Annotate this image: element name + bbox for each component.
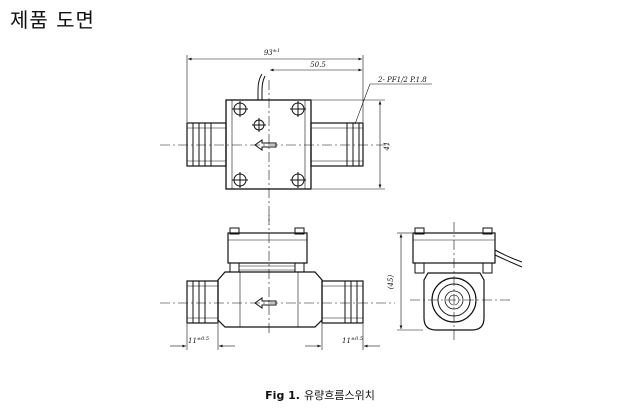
caption-text: 유량흐름스위치 — [303, 389, 375, 402]
front-view-dimension-text: 11±0.5 11±0.5 — [188, 336, 363, 345]
height-dim: 41 — [383, 142, 391, 152]
side-height-dim: (45) — [387, 275, 395, 290]
front-view — [160, 215, 395, 350]
center-offset-dim: 50.5 — [310, 61, 326, 69]
figure-caption: Fig 1.유량흐름스위치 — [0, 387, 640, 403]
right-thread-dim: 11±0.5 — [342, 336, 363, 345]
side-view — [397, 222, 523, 340]
overall-width-dim: 93±1 — [264, 48, 280, 57]
left-thread-dim: 11±0.5 — [188, 336, 209, 345]
page-title: 제품 도면 — [10, 8, 95, 32]
thread-note: 2- PF1/2 P.1.8 — [377, 76, 427, 84]
top-view — [160, 55, 432, 225]
caption-label: Fig 1. — [265, 389, 300, 402]
side-view-dimension-text: (45) — [387, 275, 395, 290]
top-view-dimension-text: 93±1 50.5 2- PF1/2 P.1.8 41 — [264, 48, 427, 151]
